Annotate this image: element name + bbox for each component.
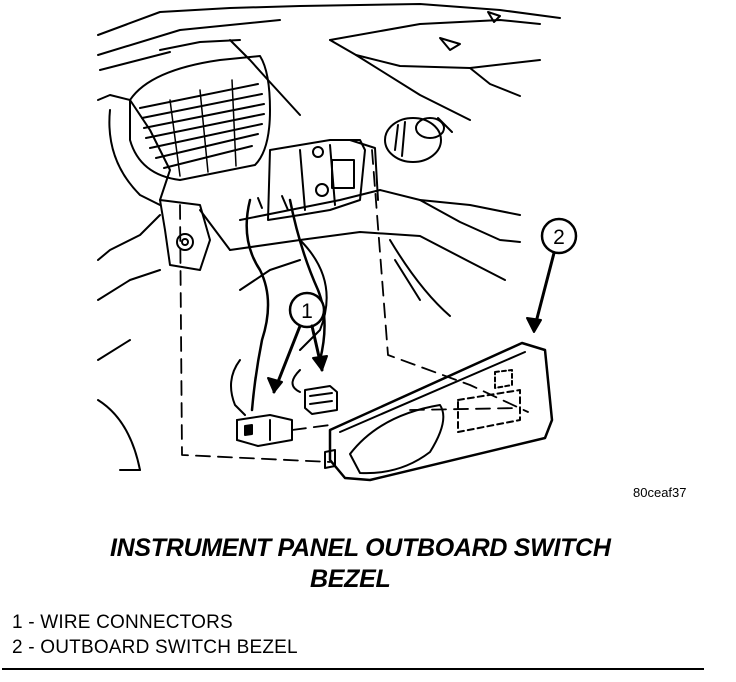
figure-title: INSTRUMENT PANEL OUTBOARD SWITCH BEZEL [60, 533, 736, 595]
title-line-1: INSTRUMENT PANEL OUTBOARD SWITCH [110, 534, 611, 562]
legend-item-wire-connectors: 1 - WIRE CONNECTORS [12, 612, 233, 633]
title-line-2: BEZEL [310, 565, 391, 593]
dash-body [97, 94, 521, 471]
callout-1-marker [267, 291, 328, 394]
wire-connector-left [236, 414, 293, 447]
wire-harness [230, 195, 326, 416]
dash-upper-lines [97, 3, 561, 121]
mounting-bracket [267, 139, 379, 221]
left-bracket [159, 199, 211, 271]
legend-item-outboard-switch-bezel: 2 - OUTBOARD SWITCH BEZEL [12, 637, 298, 658]
wire-connector-right [304, 385, 338, 415]
alignment-dashes [179, 149, 529, 463]
figure-id: 80ceaf37 [633, 485, 687, 500]
air-vent [108, 55, 271, 206]
callout-2-marker [526, 217, 578, 333]
bottom-rule [2, 668, 704, 670]
callout-1-number: 1 [301, 300, 313, 323]
callout-2-number: 2 [553, 226, 565, 249]
outboard-switch-bezel [324, 341, 554, 482]
headlamp-knob [384, 117, 453, 163]
